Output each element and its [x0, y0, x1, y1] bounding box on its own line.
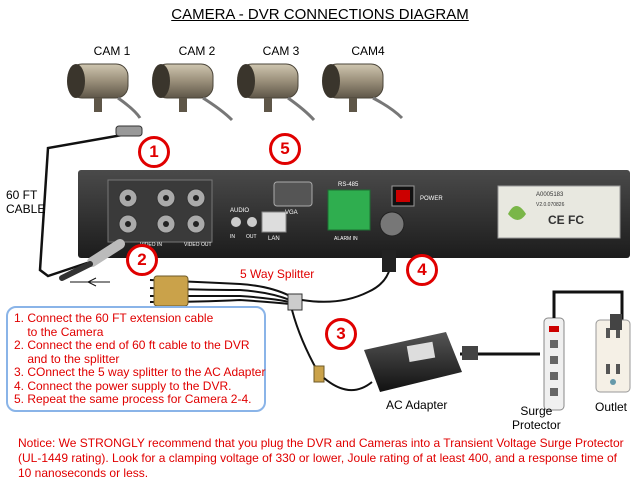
surge-notice: Notice: We STRONGLY recommend that you p… [18, 436, 624, 480]
camera-4 [322, 63, 404, 120]
outlet-label: Outlet [595, 400, 628, 414]
dvr-lan-label: LAN [268, 236, 280, 242]
cam-label-4: CAM4 [351, 44, 385, 58]
extension-cable [38, 132, 129, 278]
cam-label-3: CAM 3 [262, 44, 300, 58]
instructions-box: 1. Connect the 60 FT extension cable to … [6, 306, 266, 412]
surge-protector [543, 290, 624, 411]
diagram-title: CAMERA - DVR CONNECTIONS DIAGRAM [171, 6, 469, 23]
dvr-audio-in-label: IN [230, 234, 235, 240]
wall-outlet [595, 314, 631, 393]
dvr-vga-label: VGA [285, 210, 298, 216]
dvr-rs485-label: RS-485 [338, 182, 359, 188]
step-marker-5: 5 [269, 133, 301, 165]
dvr-power-label: POWER [420, 196, 443, 202]
cam-label-2: CAM 2 [178, 44, 216, 58]
step-marker-4: 4 [406, 254, 438, 286]
camera-1 [67, 63, 142, 119]
ac-adapter [323, 332, 540, 392]
dvr-back-panel [78, 170, 630, 258]
instruction-step: 4. Connect the power supply to the DVR. [14, 378, 232, 393]
dvr-cert-marks: CE FC [548, 213, 584, 227]
instruction-step: 5. Repeat the same process for Camera 2-… [14, 392, 252, 406]
dvr-version: V2.0.070826 [536, 202, 565, 208]
dvr-audio-out-label: OUT [246, 234, 257, 240]
step-marker-3: 3 [325, 318, 357, 350]
surge-protector-label: Surge Protector [512, 404, 561, 432]
instruction-step: 2. Connect the end of 60 ft cable to the… [14, 338, 250, 366]
instruction-step: 3. COnnect the 5 way splitter to the AC … [14, 365, 266, 379]
camera-2 [152, 63, 234, 122]
cam-label-1: CAM 1 [93, 44, 131, 58]
dvr-video-out-label: VIDEO OUT [184, 242, 212, 248]
dvr-video-in-label: VIDEO IN [140, 242, 162, 248]
dvr-audio-label: AUDIO [230, 208, 249, 214]
camera-3 [237, 63, 316, 122]
step-marker-1: 1 [138, 136, 170, 168]
cable-label: 60 FT CABLE [6, 188, 46, 216]
splitter-label: 5 Way Splitter [240, 267, 315, 281]
instruction-step: 1. Connect the 60 FT extension cable to … [14, 311, 214, 339]
adapter-label: AC Adapter [386, 398, 448, 412]
dvr-alarm-in-label: ALARM IN [334, 236, 358, 242]
step-marker-2: 2 [126, 244, 158, 276]
dvr-serial-number: A0005183 [536, 192, 564, 198]
